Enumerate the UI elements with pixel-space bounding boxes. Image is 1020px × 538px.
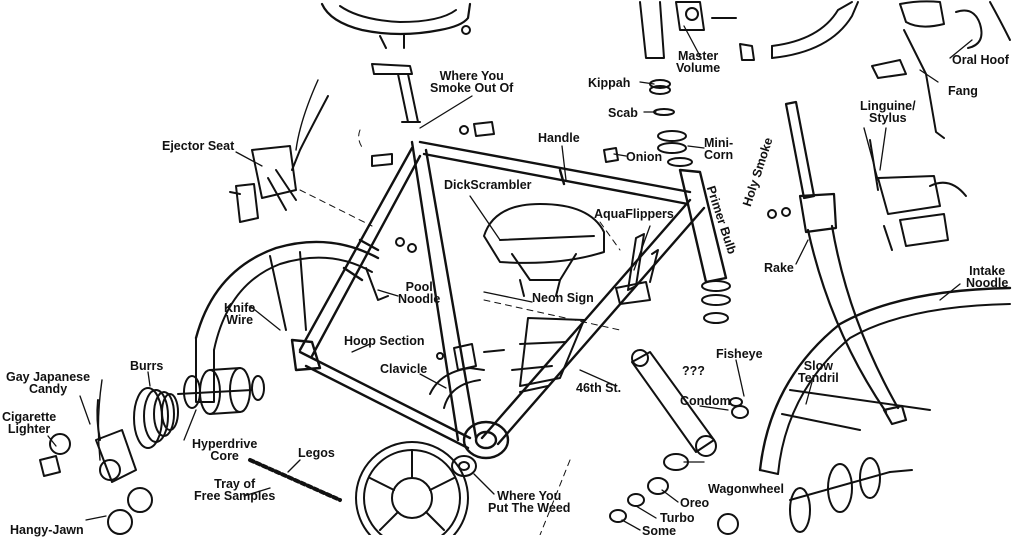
rear-fender [194,240,389,403]
front-brake-caliper [869,139,967,251]
label-ejector-seat: Ejector Seat [162,139,235,153]
brake-lever [871,0,1011,139]
label-hoop-section: Hoop Section [344,334,425,348]
chainring [355,441,469,535]
front-derailleur [429,343,505,409]
front-fender [758,286,1012,475]
label-fisheye: Fisheye [716,347,763,361]
front-hub [789,457,913,533]
pedal [483,203,605,297]
fork [784,100,908,426]
label-onion: Onion [626,150,663,164]
label-handle: Handle [538,131,580,145]
label-clavicle: Clavicle [380,362,428,376]
cassette [133,387,179,449]
rear-brake-caliper [229,95,329,223]
label-mini-corn: Mini-Corn [704,136,734,162]
bottle-cage [511,317,585,393]
frame [290,140,728,460]
label-question-marks: ??? [682,364,705,378]
saddle [320,2,472,49]
label-wagonwheel: Wagonwheel [708,482,784,496]
chain [248,458,342,502]
assembly-guides [299,129,621,535]
label-oral-hoof: Oral Hoof [952,53,1009,67]
shifter [615,233,659,305]
label-linguine-stylus: Linguine/Stylus [860,99,916,125]
label-46th-st: 46th St. [576,381,622,395]
label-kippah: Kippah [588,76,631,90]
label-hangy-jawn: Hangy-Jawn [10,523,84,537]
label-turbo: Turbo [660,511,695,525]
seat-post [371,63,421,123]
label-scab: Scab [608,106,638,120]
label-fang: Fang [948,84,978,98]
headset-parts [603,79,731,324]
label-oreo: Oreo [680,496,710,510]
crank-arm [631,349,717,457]
label-rake: Rake [764,261,794,275]
label-neon-sign: Neon Sign [532,291,594,305]
label-burrs: Burrs [130,359,164,373]
label-dickscrambler: DickScrambler [444,178,532,192]
small-bolts [371,121,791,360]
label-aquaflippers: AquaFlippers [594,207,674,221]
rear-hub [177,367,265,415]
label-condom: Condom [680,394,731,408]
label-legos: Legos [298,446,335,460]
handlebar-stem [639,1,859,61]
label-some: Some [642,524,677,538]
leader-lines [47,25,973,531]
cables [97,79,879,461]
rear-derailleur [39,399,153,535]
